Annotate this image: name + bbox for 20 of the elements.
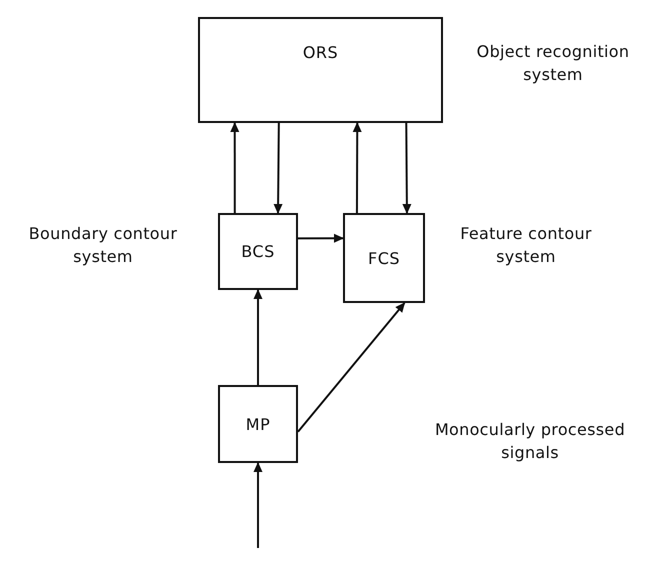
box-caption: Feature contour system — [459, 223, 593, 268]
box-caption: Object recognition system — [476, 41, 630, 86]
process-box — [218, 213, 298, 290]
process-box — [343, 213, 425, 303]
arrow — [298, 234, 344, 243]
process-box — [198, 17, 443, 123]
process-box — [218, 385, 298, 463]
box-label: FCS — [368, 248, 400, 268]
box-caption: Boundary contour system — [28, 223, 178, 268]
arrow — [254, 289, 262, 385]
arrow — [254, 462, 262, 548]
arrow — [274, 122, 283, 214]
box-label: BCS — [241, 242, 275, 261]
caption-text: Monocularly processed signals — [434, 419, 626, 464]
arrow — [230, 122, 240, 213]
arrow — [402, 123, 412, 214]
arrow — [352, 122, 362, 213]
arrow — [297, 302, 406, 432]
box-label: MP — [246, 414, 270, 434]
box-label: ORS — [302, 43, 338, 62]
